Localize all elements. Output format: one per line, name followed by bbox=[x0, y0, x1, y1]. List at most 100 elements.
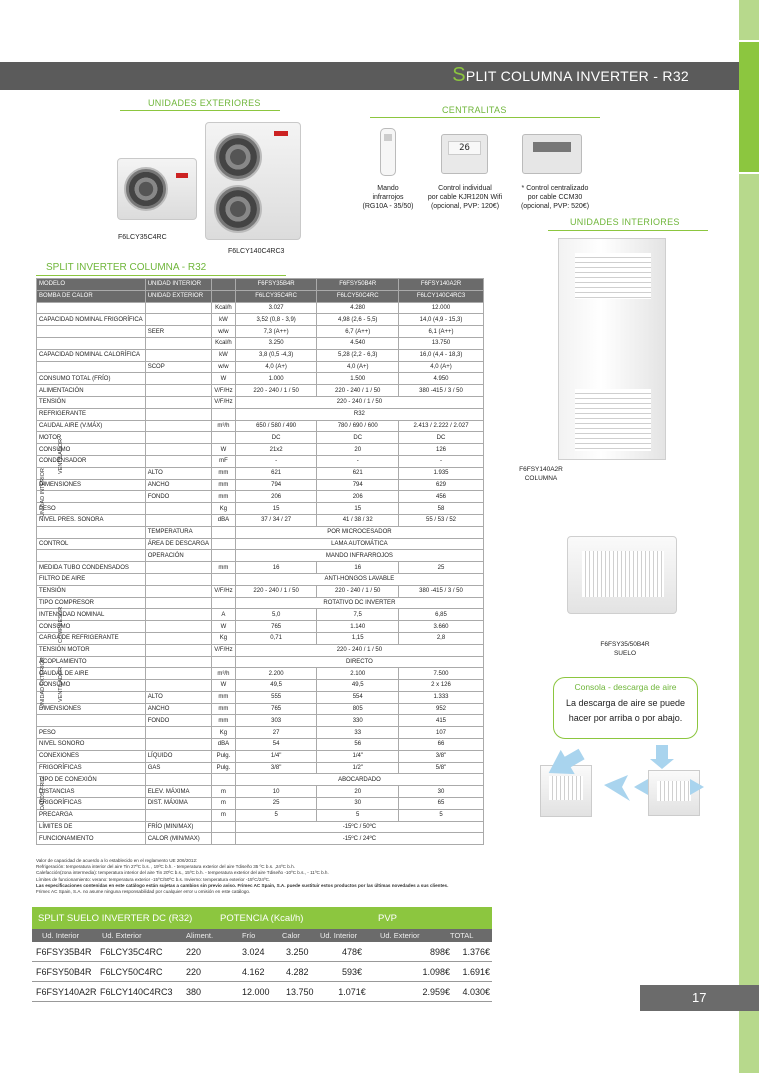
spec-label: CAPACIDAD NOMINAL CALORÍFICA bbox=[36, 348, 146, 362]
spec-value: 58 bbox=[398, 502, 484, 515]
spec-label: TENSIÓN bbox=[36, 395, 146, 409]
spec-label bbox=[36, 325, 146, 338]
spec-unit: m bbox=[211, 785, 236, 799]
spec-sublabel: OPERACIÓN bbox=[144, 549, 213, 563]
spec-value: - bbox=[234, 454, 318, 468]
arrow-icon bbox=[650, 745, 674, 769]
spec-value: 55 / 53 / 52 bbox=[398, 513, 484, 527]
spec-sublabel: ANCHO bbox=[144, 702, 213, 716]
spec-value: 794 bbox=[316, 478, 400, 492]
group-label-ventilador_ext: VENTILADOR bbox=[58, 666, 64, 702]
spec-sublabel bbox=[144, 348, 213, 362]
spec-unit: m bbox=[211, 808, 236, 822]
spec-value: 1.333 bbox=[398, 690, 484, 704]
spec-value: F6FSY50B4R bbox=[316, 278, 400, 291]
spec-label: TIPO COMPRESOR bbox=[36, 596, 146, 610]
spec-value: 126 bbox=[398, 443, 484, 456]
brand-logo-icon bbox=[274, 131, 288, 136]
spec-value: 16 bbox=[316, 561, 400, 574]
spec-sublabel bbox=[144, 584, 213, 598]
spec-value: ABOCARDADO bbox=[234, 773, 485, 787]
spec-unit: w/w bbox=[211, 360, 236, 374]
spec-value: 7,5 bbox=[316, 608, 400, 622]
spec-value: 14,0 (4,9 - 15,3) bbox=[398, 313, 484, 327]
spec-unit: Kg bbox=[211, 631, 236, 645]
spec-unit: Kg bbox=[211, 502, 236, 515]
grille-icon bbox=[549, 776, 583, 800]
spec-label: PRECARGA bbox=[36, 808, 146, 822]
spec-unit: mm bbox=[211, 561, 236, 574]
price-cell: 4.030€ bbox=[462, 986, 490, 997]
consola-info-box: Consola - descarga de aire La descarga d… bbox=[553, 677, 698, 739]
spec-value: DC bbox=[316, 431, 400, 445]
spec-label bbox=[36, 525, 146, 539]
arrow-icon bbox=[548, 748, 585, 775]
spec-sublabel bbox=[144, 561, 213, 574]
spec-unit bbox=[211, 431, 236, 445]
spec-label bbox=[36, 714, 146, 728]
spec-sublabel bbox=[144, 726, 213, 740]
spec-sublabel: ALTO bbox=[144, 466, 213, 480]
spec-label: MEDIDA TUBO CONDENSADOS bbox=[36, 561, 146, 574]
spec-value: 5 bbox=[234, 808, 318, 822]
spec-value: 220 - 240 / 1 / 50 bbox=[316, 384, 400, 397]
spec-value: F6LCY35C4RC bbox=[234, 289, 318, 303]
spec-unit: Kcal/h bbox=[211, 336, 236, 350]
spec-unit bbox=[211, 537, 236, 551]
upper-grille-icon bbox=[575, 253, 651, 299]
price-cell: 3.024 bbox=[242, 946, 265, 957]
spec-unit bbox=[211, 572, 236, 586]
fan-icon bbox=[124, 167, 168, 211]
central-controller-image bbox=[522, 134, 582, 174]
consola-line-2: hacer por arriba o por abajo. bbox=[568, 713, 683, 723]
spec-value: 5 bbox=[398, 808, 484, 822]
price-cell: F6FSY50B4R bbox=[36, 966, 92, 977]
spec-label: REFRIGERANTE bbox=[36, 407, 146, 421]
spec-unit bbox=[211, 773, 236, 787]
spec-value: 650 / 580 / 490 bbox=[234, 419, 318, 433]
spec-value: 765 bbox=[234, 702, 318, 716]
price-cell: 12.000 bbox=[242, 986, 270, 997]
spec-value: 415 bbox=[398, 714, 484, 728]
spec-unit: mm bbox=[211, 478, 236, 492]
spec-value: 206 bbox=[234, 490, 318, 504]
spec-value: 15 bbox=[234, 502, 318, 515]
fan-icon bbox=[214, 185, 262, 233]
spec-value: 107 bbox=[398, 726, 484, 740]
spec-value: 303 bbox=[234, 714, 318, 728]
remote-screen-icon bbox=[384, 134, 392, 141]
spec-sublabel bbox=[144, 443, 213, 456]
spec-value: 1/4" bbox=[316, 749, 400, 763]
spec-unit: V/F/Hz bbox=[211, 384, 236, 397]
spec-sublabel bbox=[144, 431, 213, 445]
price-cell: F6LCY50C4RC bbox=[100, 966, 163, 977]
spec-value: 41 / 38 / 32 bbox=[316, 513, 400, 527]
spec-unit: mm bbox=[211, 702, 236, 716]
lower-grille-icon bbox=[575, 389, 651, 451]
outdoor-unit-small-image bbox=[117, 158, 197, 220]
spec-value: 27 bbox=[234, 726, 318, 740]
side-stripe-bottom bbox=[739, 174, 759, 1073]
spec-sublabel bbox=[144, 502, 213, 515]
spec-label: CAUDAL AIRE (V.MÁX) bbox=[36, 419, 146, 433]
outdoor-unit-large-image bbox=[205, 122, 301, 240]
indoor-units-label: UNIDADES INTERIORES bbox=[570, 217, 680, 227]
spec-unit: w/w bbox=[211, 325, 236, 338]
spec-unit: Kg bbox=[211, 726, 236, 740]
spec-unit bbox=[211, 278, 236, 291]
spec-value: 33 bbox=[316, 726, 400, 740]
spec-label: DIMENSIONES bbox=[36, 702, 146, 716]
spec-sublabel bbox=[144, 738, 213, 751]
spec-value: 794 bbox=[234, 478, 318, 492]
